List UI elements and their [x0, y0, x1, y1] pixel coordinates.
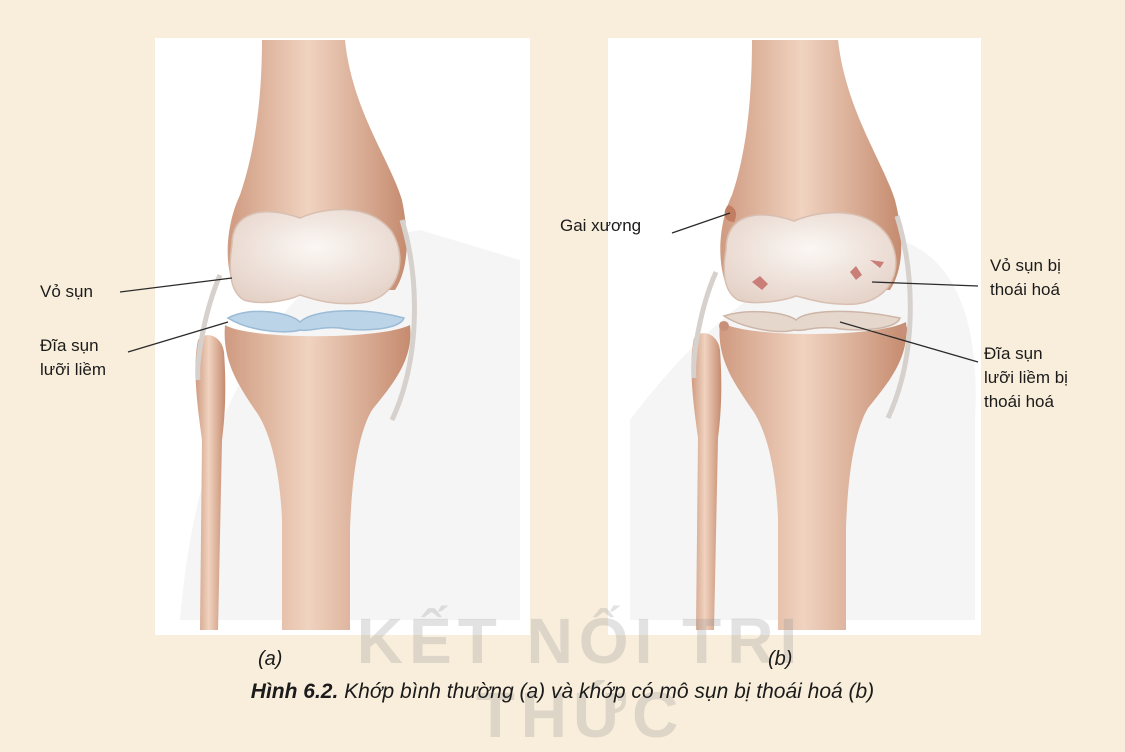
caption-text: Khớp bình thường (a) và khớp có mô sụn b… [338, 680, 874, 703]
sublabel-a: (a) [258, 648, 282, 671]
label-cartilage-a: Vỏ sụn [40, 280, 93, 304]
label-cartilage-b: Vỏ sụn bị thoái hoá [990, 254, 1061, 302]
osteophyte-2 [898, 325, 908, 335]
femoral-cartilage-a [230, 210, 400, 304]
femoral-cartilage-b [724, 213, 896, 305]
label-meniscus-b: Đĩa sụn lưỡi liềm bị thoái hoá [984, 342, 1068, 414]
meniscus-a [228, 311, 404, 332]
caption-prefix: Hình 6.2. [251, 680, 339, 703]
sublabel-b: (b) [768, 648, 792, 671]
figure-caption: Hình 6.2. Khớp bình thường (a) và khớp c… [0, 680, 1125, 704]
label-bone-spur: Gai xương [560, 214, 641, 238]
osteophyte-1 [719, 321, 729, 331]
label-meniscus-a: Đĩa sụn lưỡi liềm [40, 334, 106, 382]
watermark-text: KẾT NỐI TRI THỨC [280, 604, 880, 752]
